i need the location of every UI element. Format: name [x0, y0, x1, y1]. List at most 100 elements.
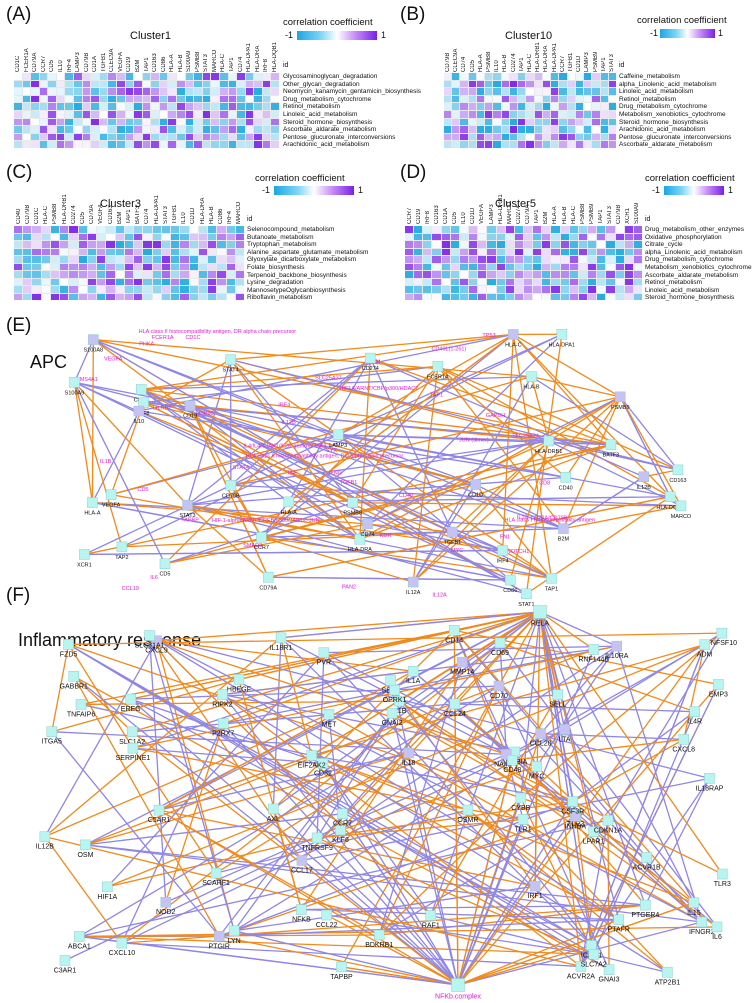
heatmap-cell	[271, 73, 279, 80]
network-node-label: IFNGR2	[689, 929, 715, 936]
heatmap-cell	[575, 141, 584, 148]
network-edge	[453, 629, 695, 904]
network-annotation-label: TAP1	[430, 393, 443, 399]
heatmap-col-label: HLA-A	[552, 206, 559, 224]
heatmap-cell	[534, 133, 542, 141]
heatmap-cell	[468, 103, 476, 110]
heatmap-cell	[87, 278, 97, 285]
network-edge	[221, 694, 459, 986]
heatmap-cell	[226, 271, 235, 278]
heatmap-cell	[633, 293, 642, 300]
heatmap-cell	[78, 263, 87, 270]
heatmap-cell	[14, 126, 22, 133]
network-node-label: HLA-C	[505, 342, 522, 348]
heatmap-cell	[180, 226, 189, 233]
heatmap-cell	[459, 256, 469, 263]
network-edge	[311, 754, 469, 811]
heatmap-cell	[106, 233, 115, 240]
heatmap-cell	[152, 233, 161, 240]
heatmap-col-label: HLA-DRA	[543, 45, 550, 72]
network-edge	[156, 640, 414, 672]
heatmap-cell	[208, 256, 217, 263]
network-edge	[44, 836, 582, 968]
network-edge	[148, 635, 235, 931]
network-node-label: GABBR1	[60, 683, 89, 690]
network-edge	[230, 359, 354, 504]
panel-a-letter: (A)	[6, 4, 32, 25]
network-annotation-label: HLA class II histocompatibility antigen,…	[246, 453, 404, 459]
heatmap-cell	[31, 88, 39, 95]
heatmap-cell	[542, 271, 551, 278]
heatmap-cell	[469, 286, 478, 293]
heatmap-cell	[97, 293, 106, 300]
network-node	[588, 644, 599, 655]
heatmap-cell	[459, 233, 469, 240]
network-node-label: TAP1	[545, 586, 558, 592]
heatmap-cell	[450, 256, 459, 263]
network-edge	[580, 644, 706, 967]
network-node	[615, 391, 626, 403]
heatmap-cell	[189, 226, 198, 233]
legend-b-gradient	[660, 29, 715, 38]
heatmap-col-label: CCR7	[406, 207, 413, 224]
heatmap-cell	[478, 256, 487, 263]
heatmap-cell	[180, 286, 189, 293]
heatmap-cell	[31, 95, 39, 103]
heatmap-cell	[496, 233, 505, 240]
heatmap-cell	[542, 233, 551, 240]
heatmap-cell	[444, 95, 452, 103]
heatmap-cell	[633, 233, 642, 240]
heatmap-cell	[124, 226, 134, 233]
heatmap-cell	[459, 278, 469, 285]
heatmap-cell	[116, 95, 125, 103]
network-node	[425, 910, 437, 921]
network-edge	[391, 712, 723, 875]
heatmap-cell	[542, 110, 551, 118]
heatmap-cell	[202, 88, 211, 95]
heatmap-cell	[60, 286, 69, 293]
network-node-label: TLR2	[567, 821, 584, 828]
heatmap-cell	[23, 226, 32, 233]
heatmap-cell	[48, 95, 56, 103]
network-node	[560, 472, 571, 483]
network-edge	[370, 357, 645, 478]
network-node	[337, 808, 348, 819]
network-node-label: PSMB8	[343, 511, 362, 517]
heatmap-col-label: CD5	[80, 211, 86, 224]
heatmap-cell	[423, 248, 432, 255]
heatmap-cell	[14, 286, 23, 293]
heatmap-cell	[606, 271, 615, 278]
heatmap-col-label: IL10	[494, 60, 501, 72]
heatmap-cell	[476, 73, 485, 80]
heatmap-cell	[542, 241, 551, 248]
heatmap-cell	[542, 141, 551, 148]
heatmap-cell	[171, 233, 180, 240]
legend-a-title: correlation coefficient	[283, 17, 373, 28]
network-edge	[530, 376, 550, 442]
heatmap-cell	[91, 141, 99, 148]
network-node-label: OPRK1	[383, 697, 407, 704]
heatmap-cell	[65, 80, 74, 88]
heatmap-cell	[41, 293, 50, 300]
heatmap-cell	[159, 126, 168, 133]
network-edge	[158, 754, 312, 811]
heatmap-cell	[478, 263, 487, 270]
network-edge	[130, 611, 541, 700]
network-annotation-label: IFNG	[329, 471, 342, 477]
heatmap-cell	[624, 293, 633, 300]
network-node	[493, 680, 505, 692]
heatmap-cell	[254, 118, 262, 126]
network-edge	[316, 712, 393, 839]
heatmap-cell	[476, 103, 485, 110]
heatmap-cell	[74, 141, 82, 148]
network-edge	[457, 797, 522, 986]
heatmap-cell	[31, 133, 39, 141]
heatmap-cell	[578, 293, 588, 300]
heatmap-cell	[116, 126, 125, 133]
heatmap-cell	[134, 126, 142, 133]
network-edge	[143, 402, 354, 504]
heatmap-cell	[514, 256, 523, 263]
heatmap-col-label: CD5	[469, 59, 476, 72]
heatmap-cell	[87, 286, 97, 293]
